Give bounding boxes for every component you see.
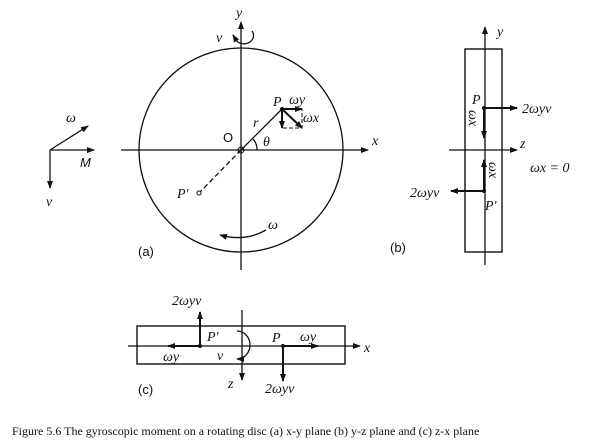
omega-x-label: ωx [303, 111, 320, 126]
panel-a: ω M v x y v O θ r P ωy ωx P' ω (a) [46, 6, 379, 270]
omega-y-label: ωy [289, 93, 306, 108]
y-label: y [234, 6, 243, 21]
point-p-prime [196, 190, 202, 196]
p-prime-label: P' [176, 187, 190, 202]
omega-x-bottom-label: ωx [485, 162, 500, 179]
panel-c: x z v P' 2ωyv ωy P 2ωyv ωy (c) [128, 294, 371, 397]
omega-x-top-label: ωx [465, 110, 480, 127]
v-rotation-arrow [232, 30, 255, 45]
center-point [237, 146, 245, 154]
force-up-label: 2ωyv [172, 294, 202, 309]
panel-b: y z P 2ωyv ωx P' ωx 2ωyv ωx = 0 (b) [390, 25, 570, 265]
omega-y-left-label: ωy [163, 350, 180, 365]
omega-y-right-label: ωy [300, 330, 317, 345]
dashed-radius [199, 149, 242, 193]
triad-omega-arrow [49, 125, 89, 151]
y-label: y [495, 25, 504, 40]
v-rotation-arrow [236, 330, 251, 362]
triad-m-label: M [80, 155, 91, 170]
x-label: x [363, 341, 371, 356]
figure-caption: Figure 5.6 The gyroscopic moment on a ro… [12, 424, 480, 438]
triad-v-label: v [46, 195, 53, 210]
panel-a-label: (a) [138, 244, 154, 259]
omega-rotation-arrow [219, 229, 267, 240]
force-right-label: 2ωyv [522, 102, 552, 117]
axis-triad: ω M v [46, 111, 95, 210]
omega-label: ω [268, 218, 278, 233]
r-label: r [253, 116, 259, 131]
p-label: P [471, 93, 481, 108]
omega-x-zero-label: ωx = 0 [530, 161, 570, 176]
panel-c-label: (c) [138, 382, 153, 397]
x-label: x [371, 134, 379, 149]
triad-omega-label: ω [66, 111, 76, 126]
panel-b-label: (b) [390, 240, 406, 255]
p-prime-label: P' [206, 330, 220, 345]
p-label: P [272, 95, 282, 110]
radius-line [240, 108, 283, 151]
theta-label: θ [263, 135, 270, 150]
theta-arc [252, 138, 258, 151]
z-label: z [519, 137, 526, 152]
force-down-label: 2ωyv [265, 382, 295, 397]
disc-side-zx [136, 325, 346, 365]
v-label: v [217, 349, 224, 364]
omega-x-arrow [281, 108, 303, 129]
origin-label: O [223, 130, 233, 145]
p-label: P [271, 331, 281, 346]
v-label: v [216, 31, 223, 46]
force-left-label: 2ωyv [410, 186, 440, 201]
z-label: z [227, 377, 234, 392]
p-prime-label: P' [484, 199, 498, 214]
